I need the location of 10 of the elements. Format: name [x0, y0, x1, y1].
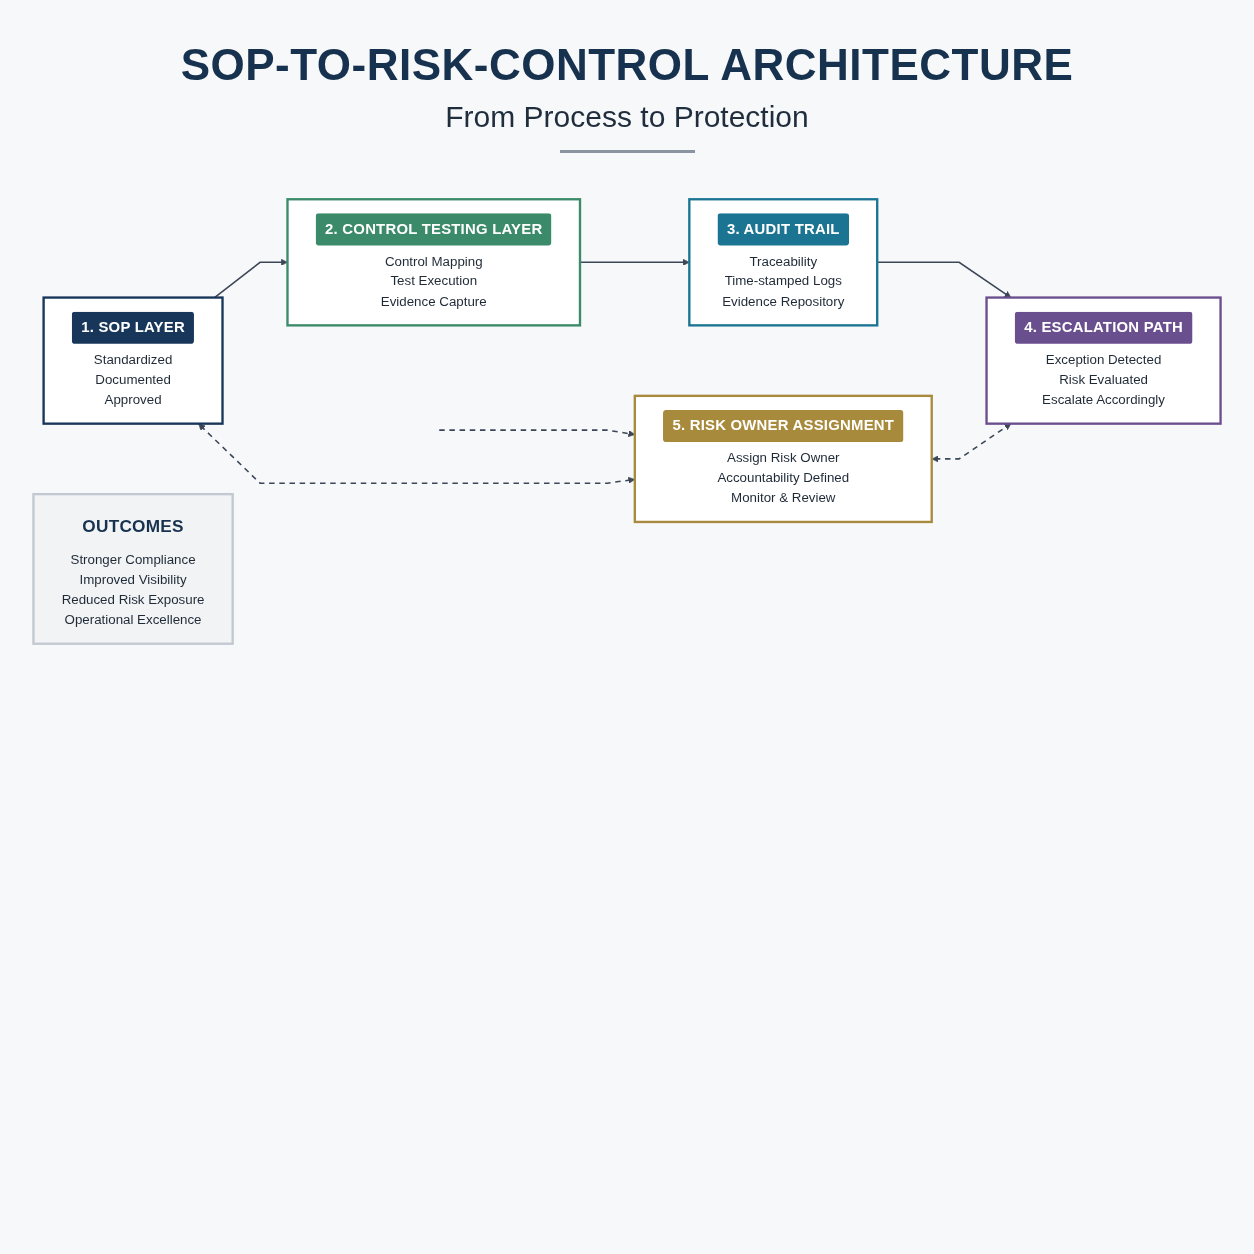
node-box: 1. SOP LAYER Standardized Documented Approved	[42, 296, 224, 425]
arrow	[213, 258, 288, 299]
node-box: 5. RISK OWNER ASSIGNMENT Assign Risk Owner Accountability Defined Monitor & Review	[633, 394, 933, 524]
node-box: 2. CONTROL TESTING LAYER Control Mapping Test Execution Evidence Capture	[286, 198, 582, 327]
node-box: OUTCOMES Stronger Compliance Improved Visibility Reduced Risk Exposure Operational Excellence	[32, 492, 234, 645]
subtitle-text: From Process to Protection	[445, 100, 809, 134]
node-box: 3. AUDIT TRAIL Traceability Time-stamped Logs Evidence Repository	[688, 198, 879, 327]
diagram-title: SOP-TO-RISK-CONTROL ARCHITECTURE	[180, 40, 1074, 90]
node-box: 4. ESCALATION PATH Exception Detected Risk Evaluated Escalate Accordingly	[985, 296, 1222, 425]
arrow	[931, 423, 1012, 463]
